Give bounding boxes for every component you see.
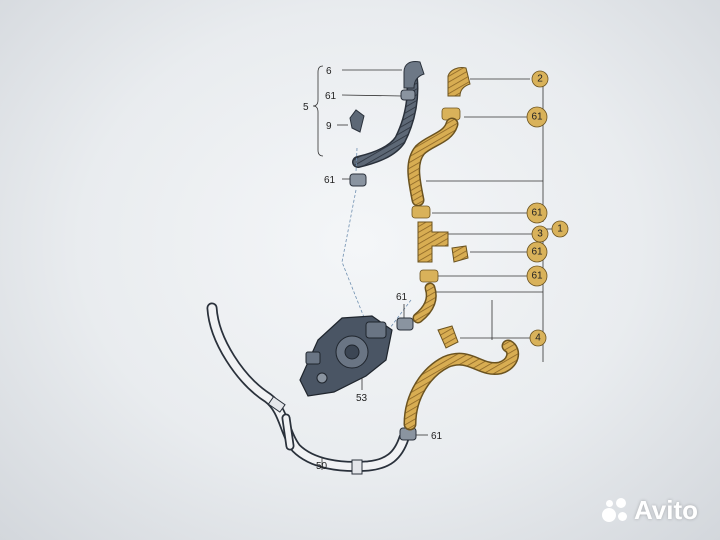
- label-4: 4: [535, 333, 541, 344]
- callout-61f: 61: [526, 202, 548, 224]
- label-5: 5: [303, 102, 309, 113]
- label-61e: 61: [531, 112, 543, 123]
- callout-4: 4: [529, 329, 547, 347]
- connector-6-elbow: [403, 61, 425, 89]
- callout-61g: 61: [526, 241, 548, 263]
- callout-2: 2: [531, 70, 549, 88]
- pipe-50: [208, 304, 408, 471]
- label-61g: 61: [531, 247, 543, 258]
- avito-watermark-text: Avito: [633, 495, 698, 525]
- clip-9: [349, 109, 365, 133]
- label-50: 50: [316, 461, 328, 472]
- pump-53-hub: [344, 344, 360, 360]
- label-9: 9: [326, 121, 332, 132]
- pump-53-bolt: [316, 372, 328, 384]
- label-61a: 61: [325, 91, 337, 102]
- callout-1: 1: [551, 220, 569, 238]
- assembly-axis-mid: [389, 299, 412, 329]
- t-piece-3: [417, 221, 449, 263]
- group-bracket-5: [312, 65, 324, 157]
- callout-61e: 61: [526, 106, 548, 128]
- pipe-50-branch: [283, 415, 293, 449]
- callout-61h: 61: [526, 265, 548, 287]
- pipe-50-bracket-2: [351, 459, 363, 475]
- label-2: 2: [537, 74, 543, 85]
- label-1: 1: [557, 224, 563, 235]
- connector-4: [437, 325, 459, 349]
- label-61d: 61: [431, 431, 443, 442]
- pump-53-outlet: [365, 321, 387, 339]
- avito-watermark: Avito: [601, 495, 698, 526]
- label-3: 3: [537, 229, 543, 240]
- label-61c: 61: [396, 292, 408, 303]
- leader-61a: [341, 94, 403, 97]
- pipe-50-bracket: [267, 396, 286, 413]
- clamp-61f: [411, 205, 431, 219]
- label-6: 6: [326, 66, 332, 77]
- hose-short: [414, 284, 436, 322]
- valve-fitting: [451, 245, 469, 263]
- callout-3: 3: [531, 225, 549, 243]
- label-61f: 61: [531, 208, 543, 219]
- clamp-61a: [400, 89, 416, 101]
- clamp-61b: [349, 173, 367, 187]
- elbow-2: [447, 67, 471, 97]
- label-61b: 61: [324, 175, 336, 186]
- label-53: 53: [356, 393, 368, 404]
- hose-lower: [405, 341, 518, 429]
- pump-53-inlet: [305, 351, 321, 365]
- avito-logo-icon: [601, 497, 628, 524]
- hose-upper: [408, 119, 457, 205]
- clamp-61c: [396, 317, 414, 331]
- assembly-axis-left-top: [355, 147, 358, 173]
- clamp-61h: [419, 269, 439, 283]
- label-61h: 61: [531, 271, 543, 282]
